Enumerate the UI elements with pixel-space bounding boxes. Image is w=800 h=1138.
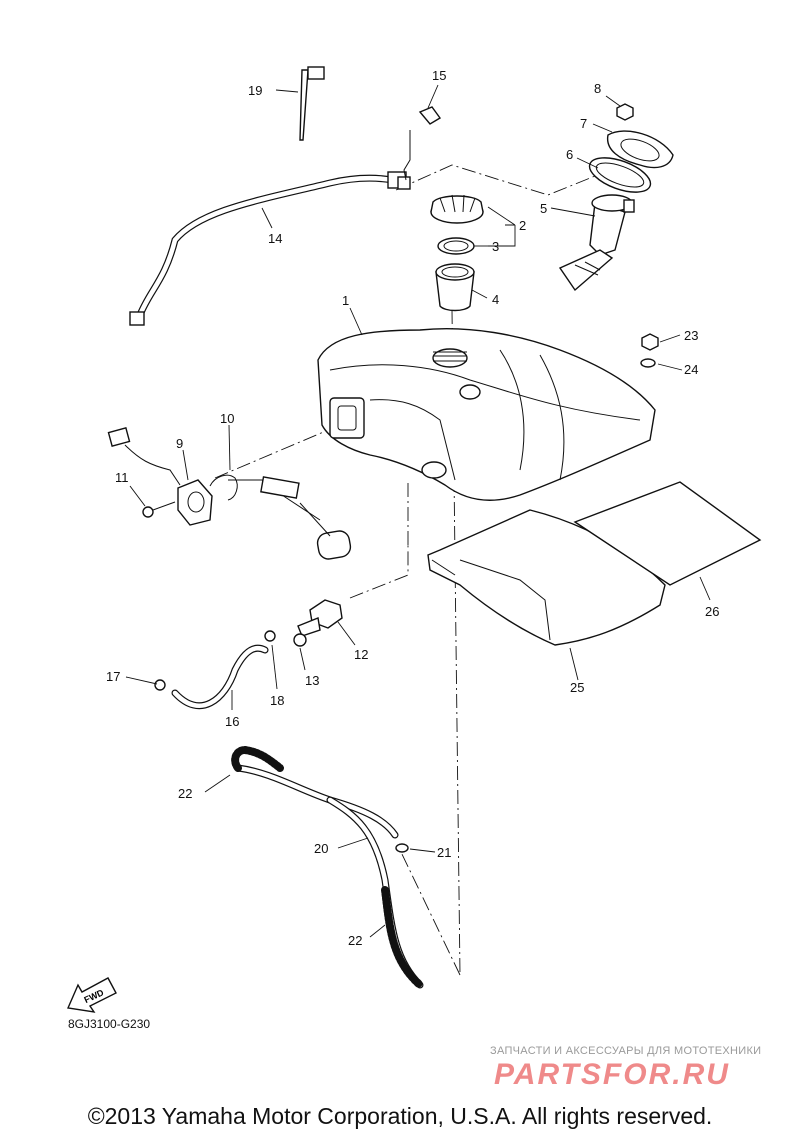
callout-8: 8	[594, 81, 601, 96]
copyright-notice: ©2013 Yamaha Motor Corporation, U.S.A. A…	[87, 1103, 713, 1129]
fwd-arrow: FWD	[66, 977, 117, 1013]
callout-5: 5	[540, 201, 547, 216]
washer-24	[640, 358, 656, 368]
fuel-tank	[317, 328, 656, 501]
callout-16: 16	[225, 714, 239, 729]
callout-13: 13	[305, 673, 319, 688]
callout-22b: 22	[348, 933, 362, 948]
breather-hose	[129, 171, 411, 326]
callout-24: 24	[684, 362, 698, 377]
hose-20	[231, 745, 424, 989]
fuel-hose-16	[154, 630, 276, 710]
fuel-cock	[293, 599, 343, 647]
callout-1: 1	[342, 293, 349, 308]
nut	[616, 103, 634, 121]
fuel-sender	[107, 427, 352, 560]
screw-11	[142, 501, 176, 518]
cap-gasket	[437, 237, 475, 255]
callout-6: 6	[566, 147, 573, 162]
callout-7: 7	[580, 116, 587, 131]
fuel-pump	[558, 194, 635, 292]
callout-18: 18	[270, 693, 284, 708]
callout-19: 19	[248, 83, 262, 98]
callout-26: 26	[705, 604, 719, 619]
callout-10: 10	[220, 411, 234, 426]
watermark-logo: PARTSFOR.RU	[494, 1058, 730, 1091]
callout-17: 17	[106, 669, 120, 684]
insulator-sheet	[573, 481, 762, 586]
heat-protector	[427, 509, 666, 646]
clip	[403, 106, 442, 181]
callout-14: 14	[268, 231, 282, 246]
filler-cup	[435, 263, 475, 312]
diagram-code: 8GJ3100-G230	[68, 1017, 151, 1031]
callout-23: 23	[684, 328, 698, 343]
center-lines	[214, 164, 611, 976]
callout-15: 15	[432, 68, 446, 83]
callout-11: 11	[115, 470, 129, 485]
callout-9: 9	[176, 436, 183, 451]
callout-3: 3	[492, 239, 499, 254]
fuel-cap	[430, 194, 484, 224]
leader-lines	[125, 84, 711, 938]
callout-25: 25	[570, 680, 584, 695]
callout-2: 2	[519, 218, 526, 233]
pump-plate	[606, 130, 674, 169]
watermark-tagline: ЗАПЧАСТИ И АКСЕССУАРЫ ДЛЯ МОТОТЕХНИКИ	[490, 1045, 762, 1057]
callout-21: 21	[437, 845, 451, 860]
cable-tie	[299, 66, 325, 141]
callout-22a: 22	[178, 786, 192, 801]
callouts: 1 2 3 4 5 6 7 8 9 10 11 12 13 14 15 16 1…	[106, 68, 719, 948]
callout-20: 20	[314, 841, 328, 856]
callout-12: 12	[354, 647, 368, 662]
bolt-23	[641, 333, 659, 351]
filler-neck	[432, 348, 468, 368]
callout-4: 4	[492, 292, 499, 307]
